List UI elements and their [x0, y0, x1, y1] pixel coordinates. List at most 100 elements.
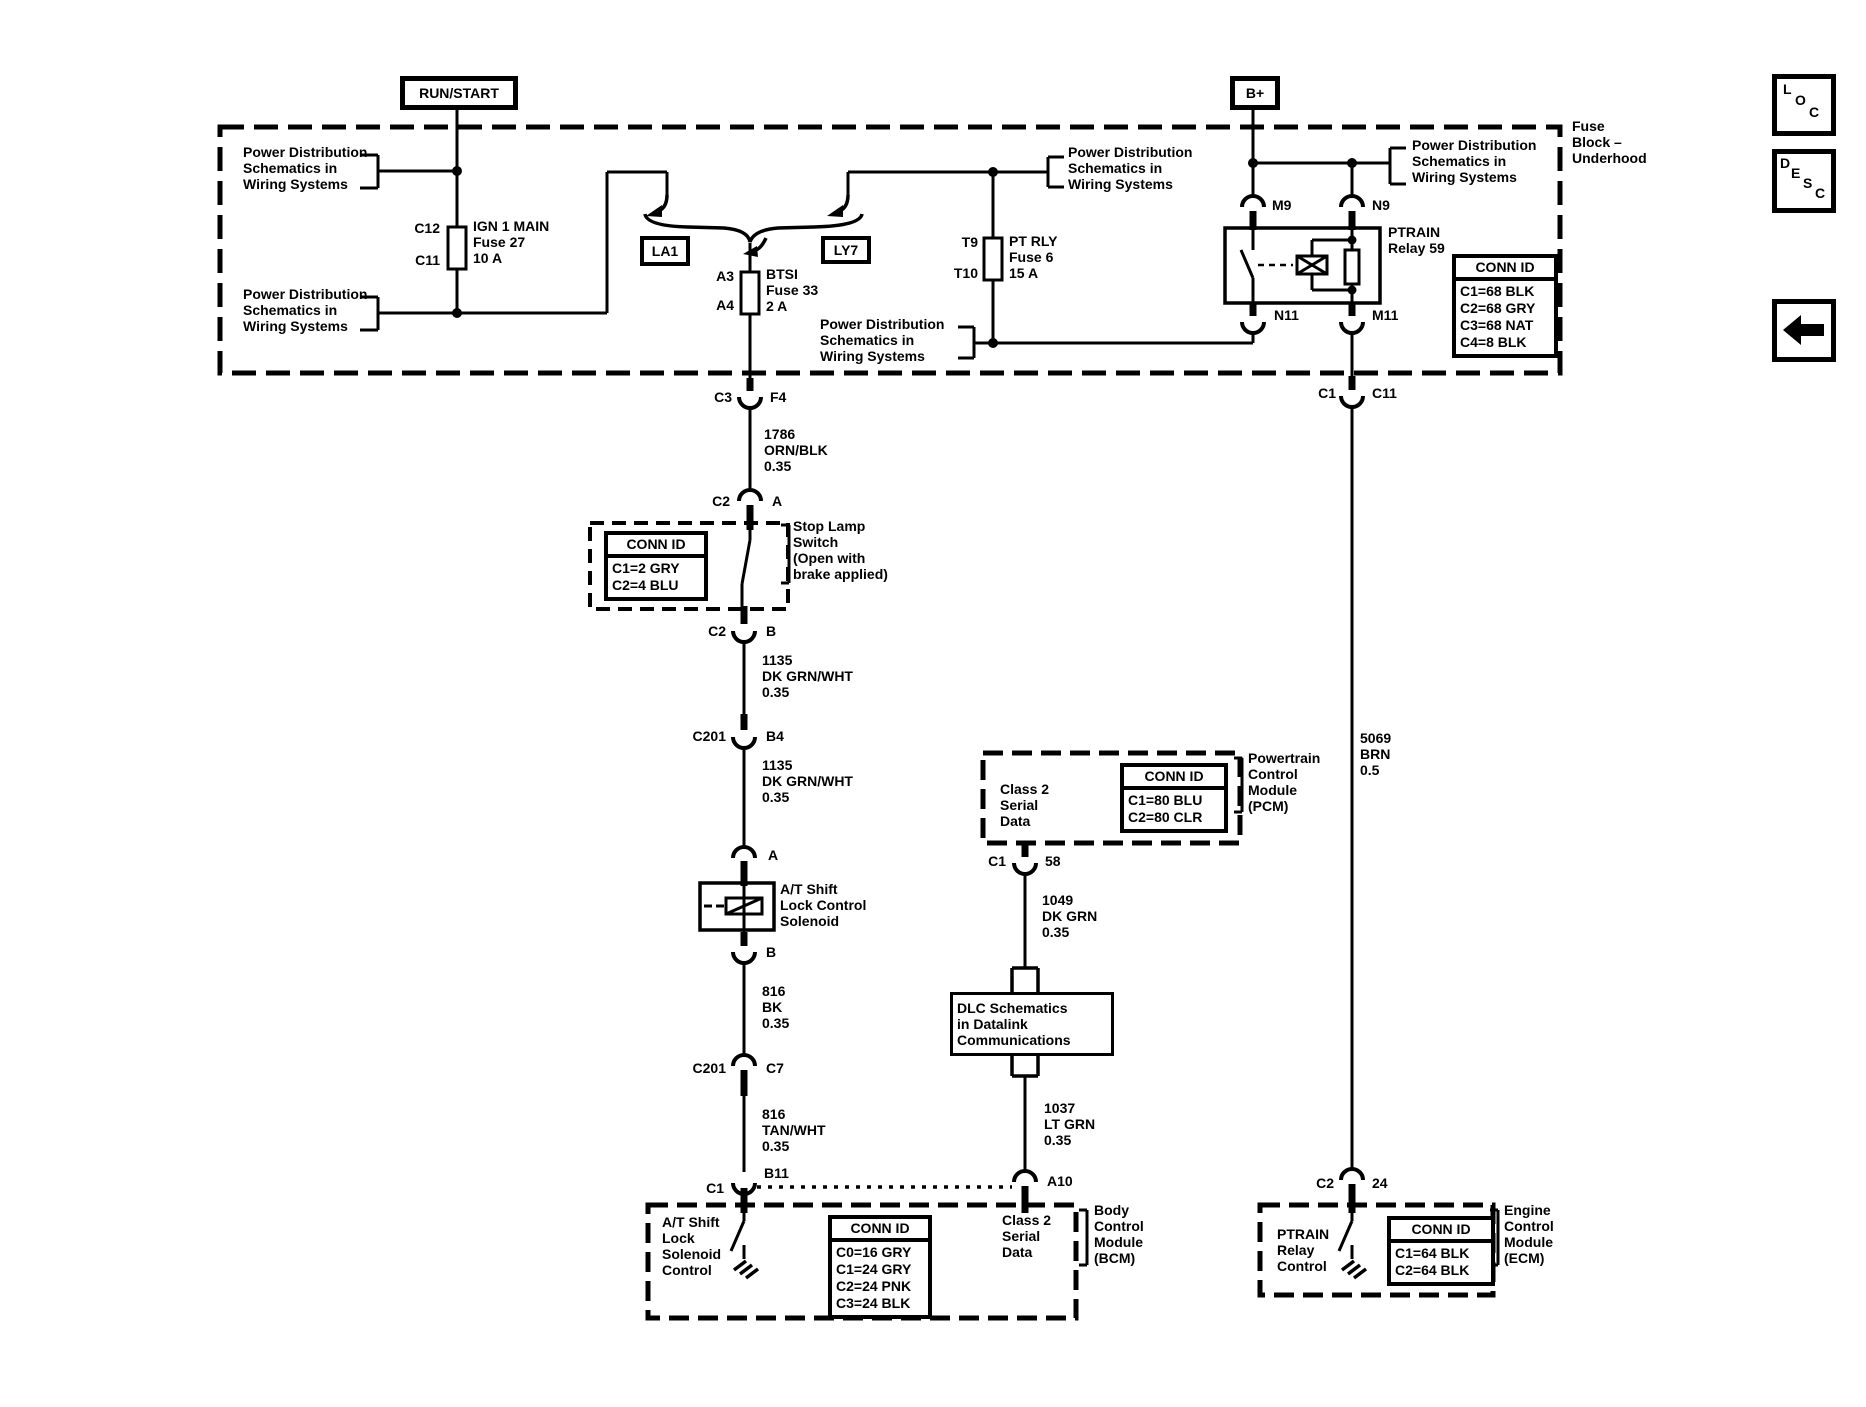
- connector-c2-b: [731, 606, 757, 644]
- connector-n11: [1240, 303, 1266, 343]
- pin-m9-label: M9: [1272, 197, 1292, 213]
- back-arrow-icon: [1783, 315, 1824, 345]
- desc-letter: C: [1815, 185, 1826, 201]
- option-switch-ly7: [827, 172, 850, 217]
- option-la1-box: LA1: [640, 236, 690, 266]
- pcm-outline: [980, 750, 1243, 846]
- ign1-main-fuse-symbol: [446, 102, 468, 313]
- pt-rly-fuse-symbol: [848, 170, 1048, 343]
- shift-lock-solenoid-symbol: [698, 881, 776, 932]
- ign1-feed-wire: [605, 170, 667, 313]
- desc-button[interactable]: D E S C: [1772, 149, 1836, 213]
- conn-id-pcm: CONN ID C1=80 BLU C2=80 CLR: [1120, 763, 1228, 833]
- shift-lock-control-switch: [729, 1213, 760, 1280]
- conn-id-row: C3=24 BLK: [836, 1295, 911, 1311]
- conn-id-row: C0=16 GRY: [836, 1244, 912, 1260]
- power-dist-ref-4[interactable]: Power Distribution Schematics in Wiring …: [1412, 137, 1537, 185]
- pin-m11-label: M11: [1372, 307, 1399, 323]
- connector-a10: [1012, 1169, 1038, 1213]
- conn-c158-left-label: C1: [988, 853, 1006, 869]
- ptrain-relay-control-switch: [1337, 1213, 1368, 1280]
- dlc-reference-box[interactable]: DLC Schematics in Datalink Communication…: [950, 992, 1114, 1056]
- conn-c201b4-right-label: B4: [766, 728, 784, 744]
- connector-c201-c7: [731, 1053, 757, 1096]
- stop-lamp-switch-label: Stop Lamp Switch (Open with brake applie…: [793, 518, 888, 582]
- fuse-block-underhood-label: Fuse Block – Underhood: [1572, 118, 1647, 166]
- wire-1786-label: 1786 ORN/BLK 0.35: [764, 426, 828, 474]
- pcm-label-bracket: [1234, 756, 1244, 814]
- bcm-label-bracket: [1079, 1208, 1089, 1267]
- loc-letter: C: [1809, 104, 1820, 120]
- wire-1037-label: 1037 LT GRN 0.35: [1044, 1100, 1096, 1148]
- ign-fuse-pin-top: C12: [414, 220, 440, 236]
- run-start-bus-box: RUN/START: [400, 76, 518, 110]
- ecm-label: Engine Control Module (ECM): [1504, 1202, 1554, 1266]
- conn-c2b-left-label: C2: [708, 623, 726, 639]
- wire-1049-label: 1049 DK GRN 0.35: [1042, 892, 1098, 940]
- conn-sol-a-label: A: [768, 847, 779, 863]
- btsi-fuse-label: BTSI Fuse 33 2 A: [766, 266, 819, 314]
- power-dist-ref-bracket-1: [360, 153, 457, 190]
- connector-sol-a: [731, 845, 757, 886]
- option-ly7-box: LY7: [821, 236, 871, 264]
- conn-id-bcm: CONN ID C0=16 GRY C1=24 GRY C2=24 PNK C3…: [828, 1215, 932, 1319]
- conn-id-row: C1=64 BLK: [1395, 1245, 1470, 1261]
- run-start-label: RUN/START: [419, 85, 499, 101]
- conn-id-title: CONN ID: [1456, 258, 1554, 281]
- conn-id-row: C1=68 BLK: [1460, 283, 1535, 299]
- power-dist-ref-bracket-4: [1388, 146, 1406, 186]
- power-dist-ref-5[interactable]: Power Distribution Schematics in Wiring …: [820, 316, 945, 364]
- conn-id-row: C2=64 BLK: [1395, 1262, 1470, 1278]
- conn-c2a-right-label: A: [772, 493, 783, 509]
- conn-c2b-right-label: B: [766, 623, 777, 639]
- conn-c1c11-right-label: C11: [1372, 385, 1397, 401]
- conn-c1c11-left-label: C1: [1318, 385, 1336, 401]
- conn-c201c7-left-label: C201: [692, 1060, 726, 1076]
- conn-id-row: C2=80 CLR: [1128, 809, 1203, 825]
- dlc-top-staple: [1010, 966, 1040, 993]
- stop-lamp-label-bracket: [781, 523, 791, 585]
- conn-id-row: C1=24 GRY: [836, 1261, 912, 1277]
- conn-a10-label: A10: [1047, 1173, 1073, 1189]
- ly7-label: LY7: [833, 242, 859, 258]
- power-dist-ref-1[interactable]: Power Distribution Schematics in Wiring …: [243, 144, 368, 192]
- back-button[interactable]: [1772, 299, 1836, 362]
- ptrain-relay-symbol: [1223, 226, 1382, 305]
- dlc-reference-label: DLC Schematics in Datalink Communication…: [957, 1000, 1071, 1048]
- power-dist-ref-bracket-3: [1046, 155, 1064, 189]
- conn-c1b11-right-label: B11: [764, 1165, 789, 1181]
- wire-1135-label-a: 1135 DK GRN/WHT 0.35: [762, 652, 853, 700]
- power-dist-ref-bracket-2: [360, 295, 607, 332]
- conn-id-row: C2=4 BLU: [612, 577, 679, 593]
- ign-fuse-label: IGN 1 MAIN Fuse 27 10 A: [473, 218, 550, 266]
- conn-id-underhood: CONN ID C1=68 BLK C2=68 GRY C3=68 NAT C4…: [1452, 254, 1558, 358]
- conn-id-stop-lamp: CONN ID C1=2 GRY C2=4 BLU: [604, 531, 708, 601]
- bcm-label: Body Control Module (BCM): [1094, 1202, 1144, 1266]
- loc-button[interactable]: L O C: [1772, 74, 1836, 136]
- wire-1135-label-b: 1135 DK GRN/WHT 0.35: [762, 757, 853, 805]
- wire-5069-label: 5069 BRN 0.5: [1360, 730, 1392, 778]
- bcm-class2-label: Class 2 Serial Data: [1002, 1212, 1052, 1260]
- conn-id-row: C3=68 NAT: [1460, 317, 1534, 333]
- ptrain-relay-control-label: PTRAIN Relay Control: [1277, 1226, 1330, 1274]
- btsi-fuse-pin-bottom: A4: [716, 297, 734, 313]
- connector-m9: [1240, 194, 1266, 230]
- conn-sol-b-label: B: [766, 944, 777, 960]
- pin-n11-label: N11: [1274, 307, 1299, 323]
- conn-id-row: C1=80 BLU: [1128, 792, 1203, 808]
- conn-id-row: C2=68 GRY: [1460, 300, 1536, 316]
- ign-fuse-pin-bottom: C11: [415, 252, 440, 268]
- power-dist-ref-2[interactable]: Power Distribution Schematics in Wiring …: [243, 286, 368, 334]
- btsi-fuse-pin-top: A3: [716, 268, 734, 284]
- conn-c201c7-right-label: C7: [766, 1060, 784, 1076]
- wire-816-tan-label: 816 TAN/WHT 0.35: [762, 1106, 826, 1154]
- connector-m11: [1339, 303, 1365, 376]
- connector-c201-b4: [731, 714, 757, 750]
- conn-c201b4-left-label: C201: [692, 728, 726, 744]
- power-dist-ref-3[interactable]: Power Distribution Schematics in Wiring …: [1068, 144, 1193, 192]
- connector-sol-b: [731, 932, 757, 965]
- b-plus-feed-wires: [1251, 104, 1390, 196]
- la1-label: LA1: [651, 243, 679, 259]
- junction-dots: [452, 158, 1357, 348]
